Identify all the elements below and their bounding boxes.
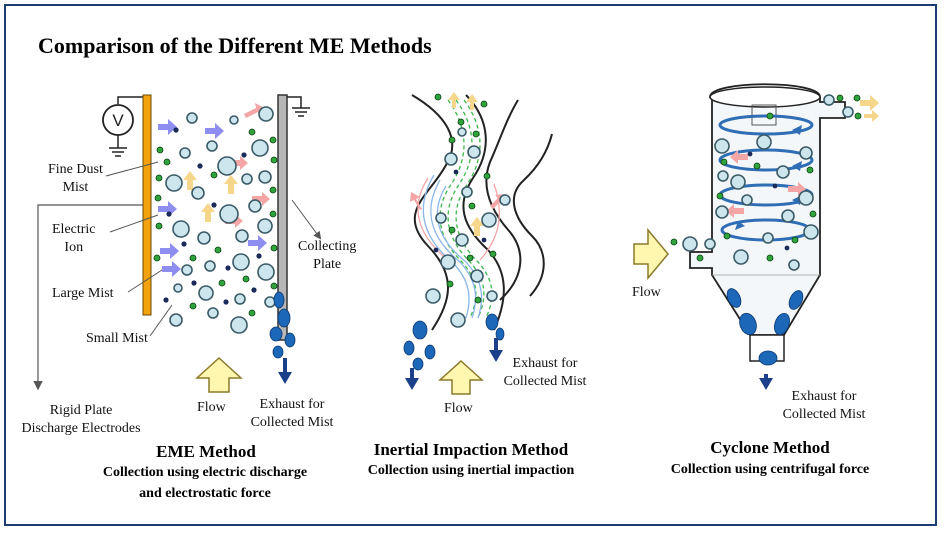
exhaust-arrow-inertial-right-icon <box>489 338 503 362</box>
inertial-ions <box>433 169 487 253</box>
exhaust-arrow-inertial-left-icon <box>405 368 419 390</box>
inertial-diagram <box>403 92 553 395</box>
inertial-collected-drops <box>403 313 505 371</box>
inertial-updraft-arrows <box>448 92 484 236</box>
label-flow-cyclone: Flow <box>632 285 661 300</box>
eme-diagram: V <box>33 94 322 393</box>
cyclone-ions <box>747 151 790 251</box>
method-desc-cyclone: Collection using centrifugal force <box>670 462 870 477</box>
exhaust-arrow-cyclone-icon <box>759 374 773 390</box>
cyclone-diagram <box>633 83 879 390</box>
page-title: Comparison of the Different ME Methods <box>38 33 432 58</box>
mist-droplets <box>165 106 276 334</box>
method-title-cyclone: Cyclone Method <box>710 438 830 457</box>
circuit-wire <box>117 96 147 104</box>
flow-arrow-cyclone-icon <box>633 227 669 281</box>
impactor-wall-right <box>513 133 553 297</box>
method-title-inertial: Inertial Impaction Method <box>373 440 569 459</box>
collected-drops <box>269 291 296 359</box>
cyclone-fine-dust <box>670 94 862 262</box>
exhaust-arrow-eme-icon <box>278 358 292 384</box>
cyclone-outflow-arrows <box>860 95 879 122</box>
fine-dust-particles <box>153 128 278 317</box>
label-flow-eme: Flow <box>197 400 226 415</box>
voltmeter-symbol: V <box>112 111 124 130</box>
ground-symbol-left-icon <box>109 147 127 157</box>
cyclone-droplets <box>682 94 854 271</box>
flow-arrow-inertial-icon <box>438 359 484 395</box>
cyclone-top <box>709 86 821 108</box>
cyclone-outlet <box>749 334 785 362</box>
inertial-fine-dust <box>434 93 497 304</box>
flow-arrow-eme-icon <box>195 356 243 393</box>
label-small-mist: Small Mist <box>86 331 148 346</box>
label-large-mist: Large Mist <box>52 286 114 301</box>
label-flow-inertial: Flow <box>444 401 473 416</box>
ground-symbol-right-icon <box>292 107 310 117</box>
electric-ions <box>163 127 262 305</box>
updraft-arrows <box>183 171 238 222</box>
method-title-eme: EME Method <box>156 442 256 461</box>
method-desc-inertial: Collection using inertial impaction <box>367 463 575 478</box>
collecting-plate <box>277 94 288 341</box>
ion-flow-arrows <box>158 119 267 277</box>
inertial-droplets <box>425 127 511 328</box>
cyclone-body <box>689 83 846 336</box>
cyclone-collected-drops <box>726 288 804 366</box>
